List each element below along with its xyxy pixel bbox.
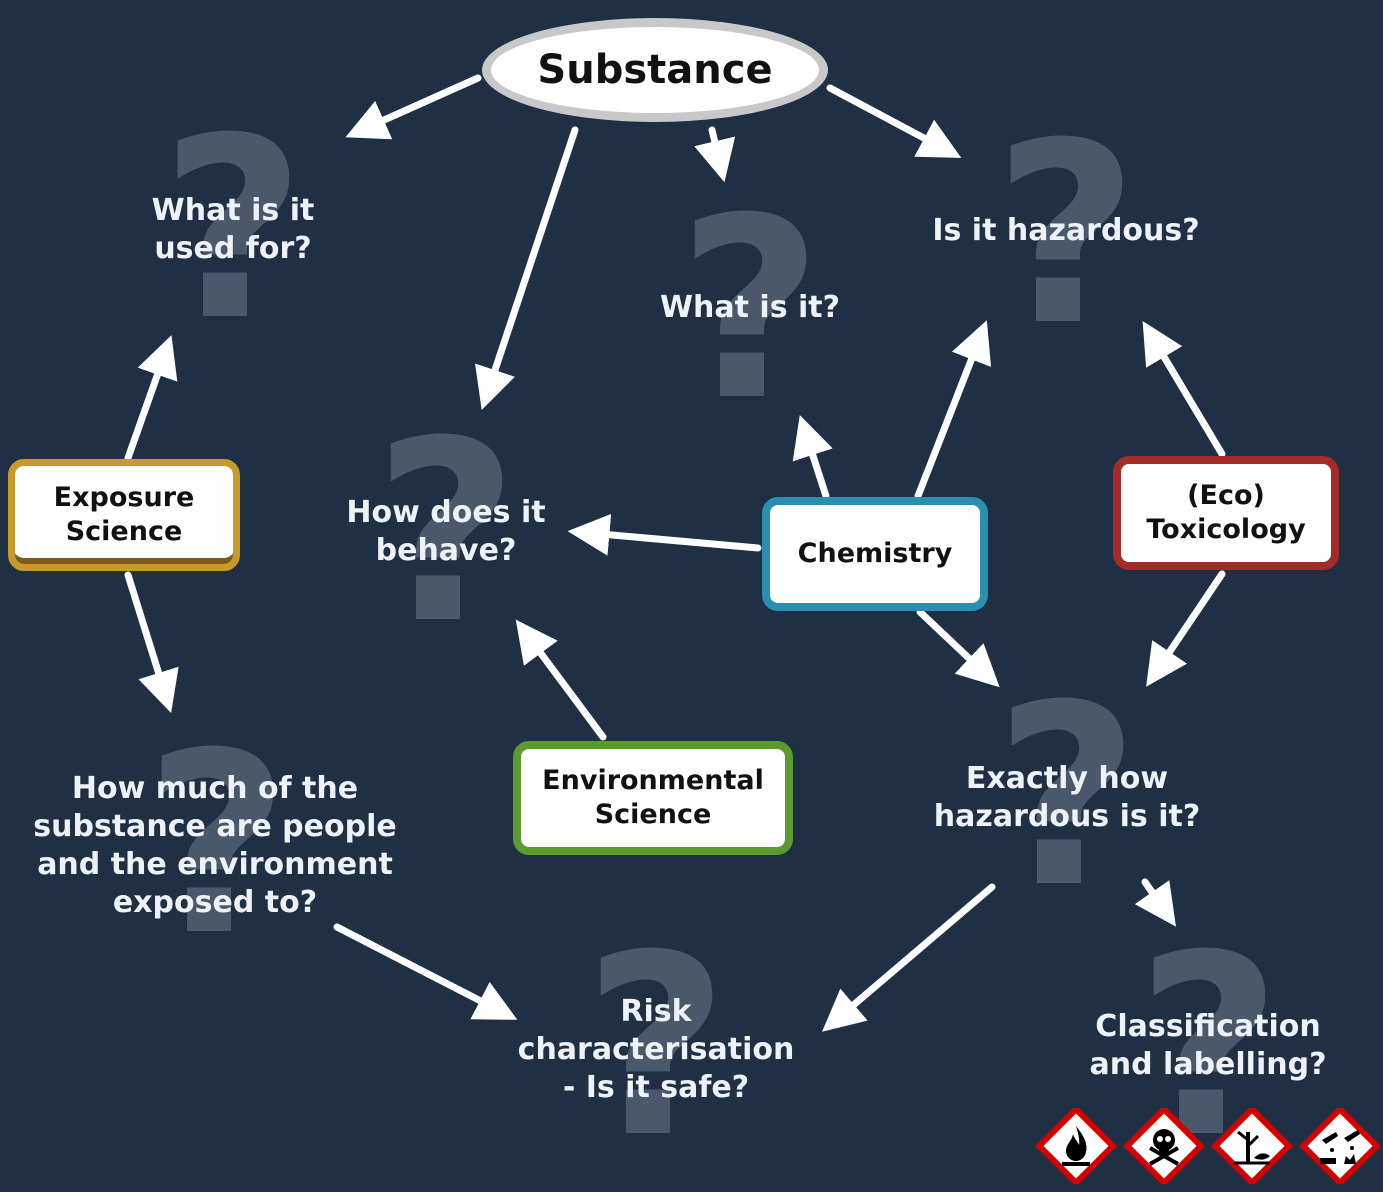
arrow-substance-to-used-for bbox=[345, 74, 482, 140]
arrow-chemistry-to-hazardous bbox=[914, 320, 992, 500]
substance-node: Substance bbox=[482, 18, 828, 122]
arrow-how-hazardous-to-classification bbox=[1134, 878, 1176, 927]
environmental-science-label-2: Science bbox=[594, 799, 712, 830]
question-classification: Classification and labelling? bbox=[1078, 1008, 1338, 1084]
chemistry-label: Chemistry bbox=[797, 538, 953, 569]
question-exposure: How much of the substance are people and… bbox=[25, 770, 405, 922]
arrow-substance-to-what-is-it bbox=[694, 126, 736, 183]
chemistry-node: Chemistry bbox=[762, 497, 988, 611]
question-how-hazardous-line-1: Exactly how bbox=[965, 761, 1169, 796]
question-exposure-line-2: substance are people bbox=[33, 809, 397, 844]
ecotoxicology-label-2: Toxicology bbox=[1146, 514, 1306, 545]
arrow-chemistry-to-how-hazardous bbox=[916, 608, 1000, 688]
arrow-substance-to-behave bbox=[475, 126, 579, 410]
question-used-for: What is it used for? bbox=[113, 192, 353, 268]
hazard-pictograms bbox=[1034, 1108, 1380, 1184]
question-behave-line-1: How does it bbox=[346, 495, 546, 530]
question-classification-line-2: and labelling? bbox=[1089, 1047, 1327, 1082]
ecotoxicology-label-1: (Eco) bbox=[1187, 480, 1265, 511]
environmental-science-label-1: Environmental bbox=[542, 765, 764, 796]
question-classification-line-1: Classification bbox=[1095, 1009, 1321, 1044]
question-what-is-it-line-1: What is it? bbox=[659, 290, 841, 325]
arrow-how-hazardous-to-risk bbox=[822, 883, 996, 1032]
question-risk: Risk characterisation - Is it safe? bbox=[506, 993, 806, 1107]
question-risk-line-1: Risk bbox=[620, 994, 692, 1029]
question-how-hazardous: Exactly how hazardous is it? bbox=[927, 760, 1207, 836]
arrow-exposure-to-used-for bbox=[124, 335, 178, 462]
question-exposure-line-4: exposed to? bbox=[112, 885, 318, 920]
arrow-exposure-to-how-much bbox=[124, 571, 179, 714]
question-behave: How does it behave? bbox=[331, 494, 561, 570]
question-risk-line-2: characterisation bbox=[517, 1032, 795, 1067]
corrosion-icon bbox=[1298, 1108, 1380, 1184]
question-risk-line-3: - Is it safe? bbox=[562, 1070, 750, 1105]
flame-icon bbox=[1034, 1108, 1118, 1184]
environmental-science-node: Environmental Science bbox=[513, 741, 793, 855]
question-used-for-line-1: What is it bbox=[151, 193, 315, 228]
question-hazardous-line-1: Is it hazardous? bbox=[932, 213, 1200, 248]
exposure-science-label-2: Science bbox=[65, 516, 183, 547]
question-how-hazardous-line-2: hazardous is it? bbox=[933, 799, 1201, 834]
arrow-ecotox-to-hazardous bbox=[1142, 320, 1226, 458]
question-hazardous: Is it hazardous? bbox=[926, 212, 1206, 250]
environment-icon bbox=[1210, 1108, 1294, 1184]
arrow-chemistry-to-what-is-it bbox=[792, 415, 833, 500]
arrow-environmental-to-behave bbox=[515, 619, 607, 741]
question-exposure-line-3: and the environment bbox=[37, 847, 393, 882]
ecotoxicology-node: (Eco) Toxicology bbox=[1113, 456, 1339, 570]
question-behave-line-2: behave? bbox=[375, 533, 517, 568]
question-exposure-line-1: How much of the bbox=[71, 771, 359, 806]
arrow-exposure-question-to-risk bbox=[333, 923, 518, 1020]
skull-crossbones-icon bbox=[1122, 1108, 1206, 1184]
question-what-is-it: What is it? bbox=[640, 289, 860, 327]
exposure-science-node: Exposure Science bbox=[8, 459, 240, 571]
arrow-substance-to-hazardous bbox=[826, 84, 962, 158]
exposure-science-label-1: Exposure bbox=[53, 482, 195, 513]
arrow-ecotox-to-how-hazardous bbox=[1146, 570, 1226, 687]
arrow-chemistry-to-behave bbox=[567, 513, 762, 556]
question-used-for-line-2: used for? bbox=[154, 231, 312, 266]
